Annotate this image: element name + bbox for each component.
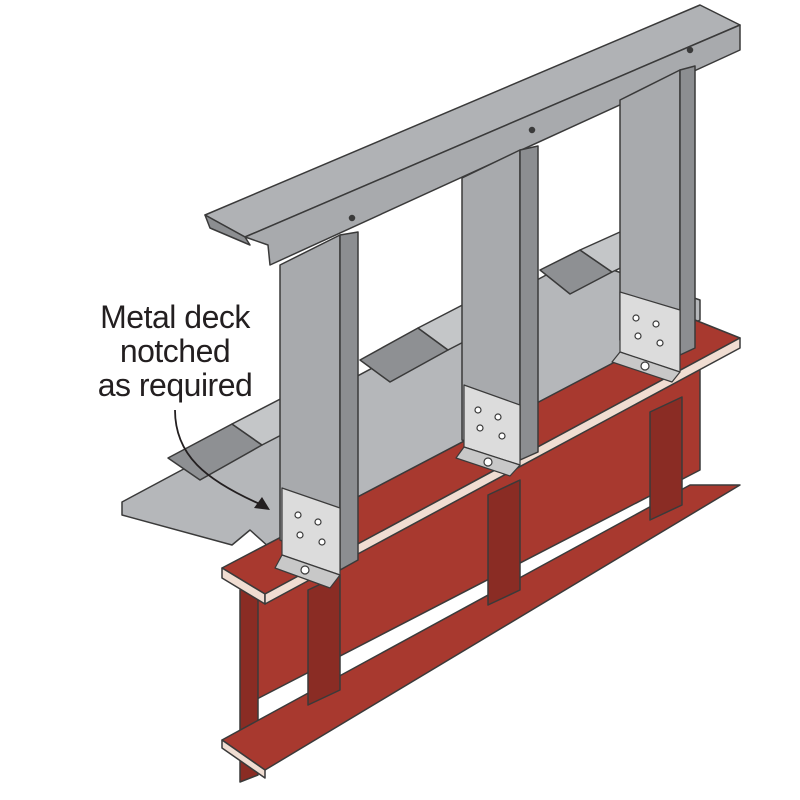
track-fastener [528,126,536,134]
deck-notch-callout: Metal deck notched as required [60,300,290,402]
beam-stiffener [487,479,521,606]
beam-stiffener [649,396,683,521]
stud-side-face [679,65,696,356]
callout-line: as required [97,367,253,403]
beam-bottom-flange-edge [221,739,266,779]
clip-angle-icon [455,384,521,477]
clip-angle-icon [611,291,681,383]
track-fastener [348,214,356,222]
clip-angles [274,291,681,589]
steel-studs [279,65,696,571]
callout-line: notched [119,333,231,369]
track-end-lip [204,214,251,246]
callout-line: Metal deck [100,299,250,335]
steel-beam [221,354,741,783]
beam-stiffener [307,574,341,706]
stud-side-face [339,231,359,571]
clip-angle-icon [274,487,341,589]
stud-side-face [519,145,539,461]
track-fastener [686,46,694,54]
callout-arrow-icon [174,409,270,510]
